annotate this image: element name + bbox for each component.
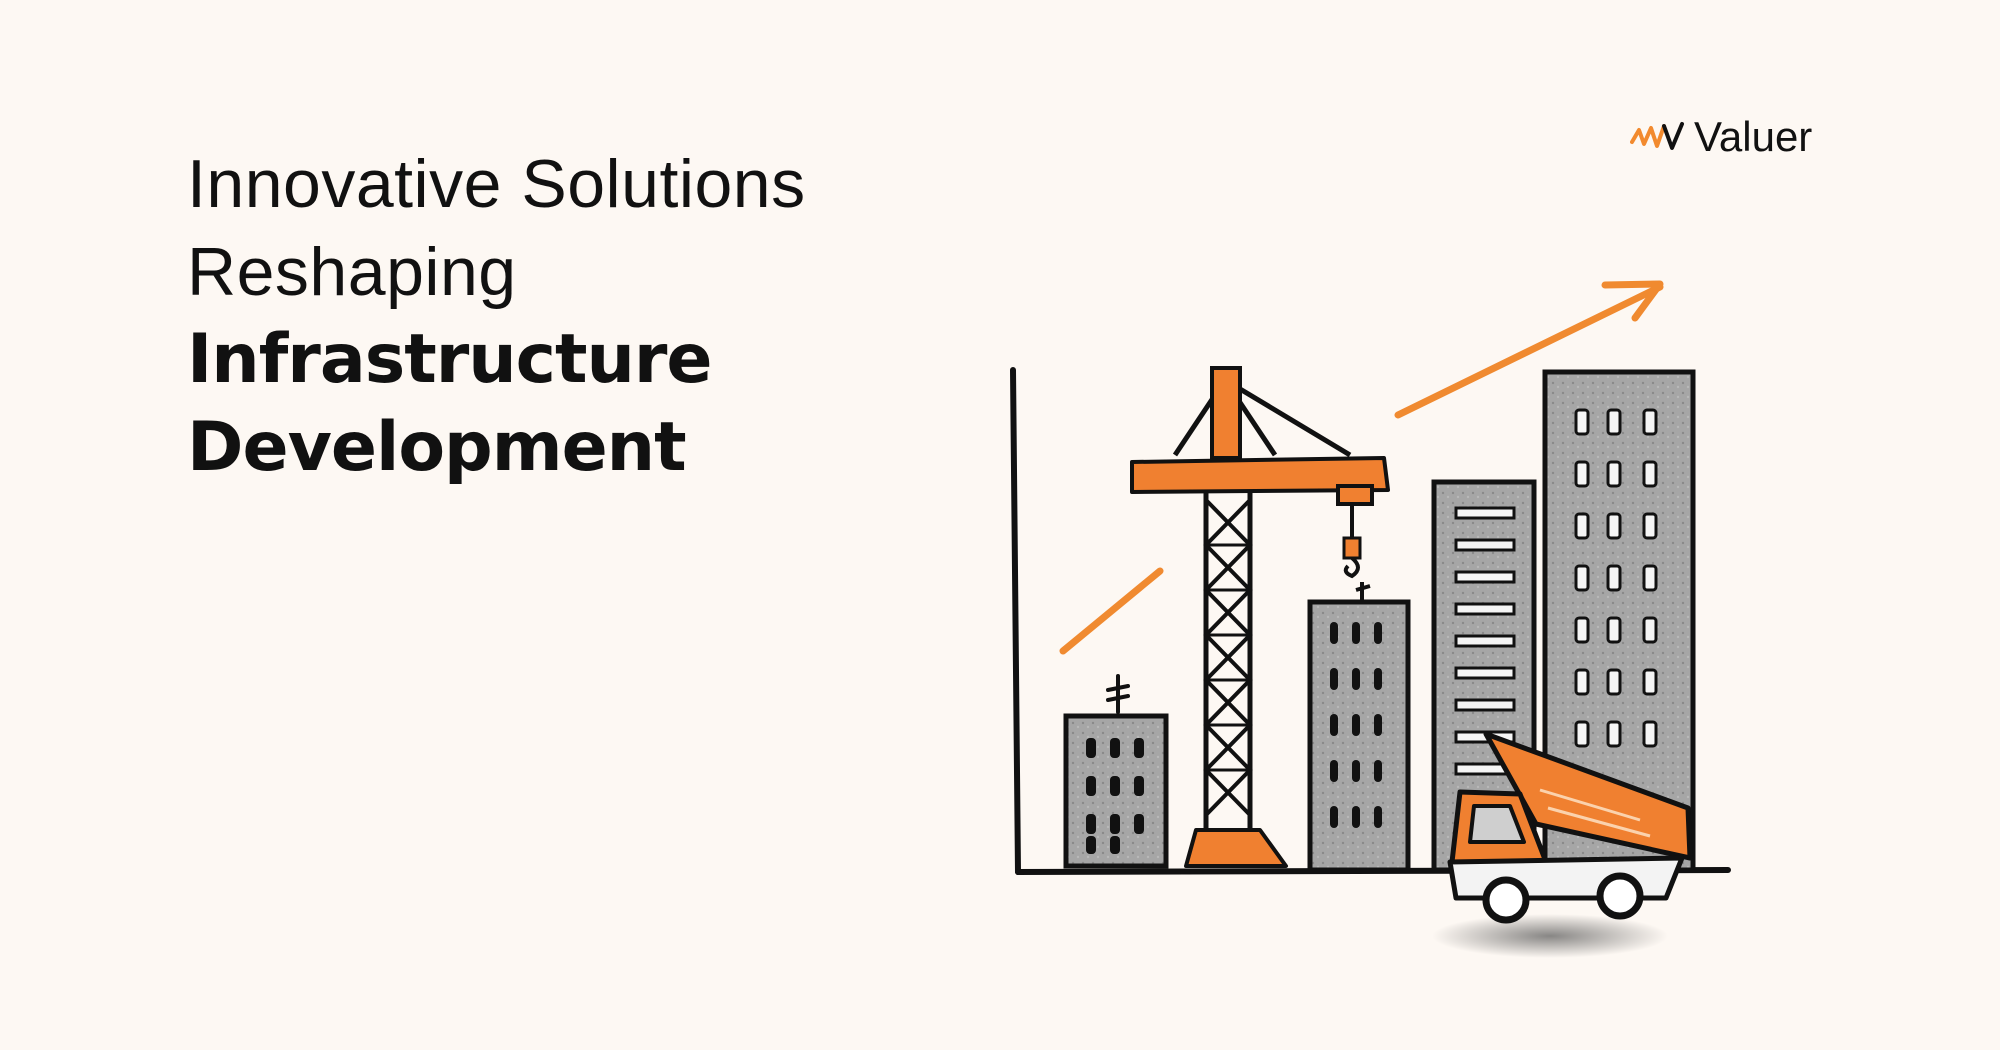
building-icon xyxy=(1542,369,1696,873)
headline-line-4: Development xyxy=(187,408,687,487)
construction-crane-icon xyxy=(1130,366,1390,868)
growth-arrow-icon xyxy=(1059,280,1664,655)
brand-logo[interactable]: Valuer xyxy=(1630,110,1812,164)
headline-line-1: Innovative Solutions xyxy=(187,146,806,222)
wave-logo-icon xyxy=(1630,122,1684,150)
dump-truck-icon xyxy=(1432,731,1693,958)
building-icon xyxy=(1063,674,1169,869)
headline-line-2: Reshaping xyxy=(187,234,517,310)
headline: Innovative Solutions Reshaping Infrastru… xyxy=(187,140,1007,492)
headline-line-3: Infrastructure xyxy=(187,320,713,399)
building-icon xyxy=(1307,582,1411,873)
brand-name: Valuer xyxy=(1694,113,1813,160)
